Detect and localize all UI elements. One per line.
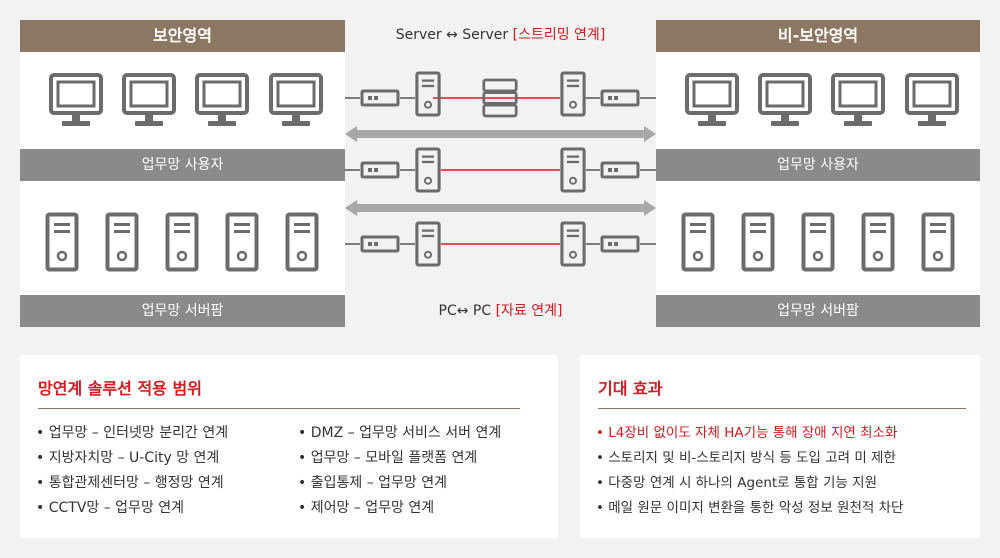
- monitor-icon: [757, 72, 813, 128]
- list-item: 제어망 – 업무망 연계: [298, 496, 501, 521]
- monitor-icon: [830, 72, 886, 128]
- list-item: 출입통제 – 업무망 연계: [298, 471, 501, 496]
- pc-link-row: [345, 223, 656, 265]
- pc-link-title-tag: [자료 연계]: [495, 303, 563, 319]
- scope-list-right: DMZ – 업무망 서비스 서버 연계 업무망 – 모바일 플랫폼 연계 출입통…: [298, 421, 502, 521]
- server-tower-icon: [417, 223, 439, 265]
- effect-card-title: 기대 효과: [598, 379, 663, 398]
- server-tower-icon: [801, 212, 835, 272]
- nonsecure-server-row: [656, 212, 980, 272]
- pc-link-title-main: PC↔ PC: [438, 303, 496, 319]
- scope-card-title: 망연계 솔루션 적용 범위: [38, 379, 202, 398]
- server-tower-icon: [285, 212, 319, 272]
- list-item: CCTV망 – 업무망 연계: [36, 496, 228, 521]
- server-tower-icon: [562, 149, 584, 191]
- secure-zone-panel: 보안영역 업무망 사용자 업무망 서버팜: [20, 20, 345, 327]
- server-tower-icon: [562, 73, 584, 115]
- server-tower-icon: [861, 212, 895, 272]
- secure-server-row: [20, 212, 345, 272]
- server-tower-icon: [417, 73, 439, 115]
- list-item: 다중망 연계 시 하나의 Agent로 통합 기능 지원: [596, 471, 903, 496]
- secure-monitor-row: [20, 72, 345, 128]
- nonsecure-zone-panel: 비-보안영역 업무망 사용자 업무망 서버팜: [656, 20, 980, 327]
- network-appliance-icon: [362, 163, 398, 177]
- network-appliance-icon: [602, 163, 638, 177]
- nonsecure-monitor-row: [656, 72, 980, 128]
- secure-server-bar: 업무망 서버팜: [20, 295, 345, 327]
- server-link-title-tag: [스트리밍 연계]: [512, 27, 606, 43]
- network-appliance-icon: [362, 91, 398, 105]
- secure-user-bar: 업무망 사용자: [20, 149, 345, 181]
- network-appliance-icon: [602, 91, 638, 105]
- server-tower-icon: [921, 212, 955, 272]
- server-tower-icon: [681, 212, 715, 272]
- list-item: DMZ – 업무망 서비스 서버 연계: [298, 421, 502, 446]
- server-tower-icon: [165, 212, 199, 272]
- server-tower-icon: [417, 149, 439, 191]
- nonsecure-user-bar: 업무망 사용자: [656, 149, 980, 181]
- server-tower-icon: [45, 212, 79, 272]
- network-appliance-icon: [362, 237, 398, 251]
- server-link-row-2: [345, 149, 656, 191]
- monitor-icon: [904, 72, 960, 128]
- server-link-title-main: Server ↔ Server: [395, 27, 513, 43]
- server-tower-icon: [225, 212, 259, 272]
- list-item: 업무망 – 모바일 플랫폼 연계: [298, 446, 501, 471]
- scope-card: 망연계 솔루션 적용 범위 업무망 – 인터넷망 분리간 연계 지방자치망 – …: [20, 355, 558, 538]
- server-tower-icon: [562, 223, 584, 265]
- scope-card-divider: [38, 408, 520, 409]
- pc-link-title: PC↔ PC [자료 연계]: [345, 300, 656, 320]
- monitor-icon: [268, 72, 324, 128]
- list-item: 지방자치망 – U-City 망 연계: [36, 446, 228, 471]
- monitor-icon: [121, 72, 177, 128]
- nonsecure-zone-header: 비-보안영역: [656, 20, 980, 52]
- secure-zone-header: 보안영역: [20, 20, 345, 52]
- bidirectional-arrow-icon: [345, 200, 656, 216]
- effect-list: L4장비 없이도 자체 HA기능 통해 장애 지연 최소화 스토리지 및 비-스…: [596, 421, 903, 521]
- list-item: L4장비 없이도 자체 HA기능 통해 장애 지연 최소화: [596, 421, 903, 446]
- effect-card-divider: [598, 408, 966, 409]
- link-diagram: [345, 60, 656, 280]
- server-tower-icon: [105, 212, 139, 272]
- list-item: 메일 원문 이미지 변환을 통한 악성 정보 원천적 차단: [596, 496, 903, 521]
- network-appliance-icon: [602, 237, 638, 251]
- monitor-icon: [684, 72, 740, 128]
- list-item: 통합관제센터망 – 행정망 연계: [36, 471, 228, 496]
- monitor-icon: [48, 72, 104, 128]
- effect-card: 기대 효과 L4장비 없이도 자체 HA기능 통해 장애 지연 최소화 스토리지…: [580, 355, 980, 538]
- scope-list-left: 업무망 – 인터넷망 분리간 연계 지방자치망 – U-City 망 연계 통합…: [36, 421, 228, 521]
- bidirectional-arrow-icon: [345, 126, 656, 142]
- server-link-row-1: [345, 73, 656, 116]
- list-item: 업무망 – 인터넷망 분리간 연계: [36, 421, 228, 446]
- server-tower-icon: [741, 212, 775, 272]
- monitor-icon: [194, 72, 250, 128]
- list-item: 스토리지 및 비-스토리지 방식 등 도입 고려 미 제한: [596, 446, 903, 471]
- server-link-title: Server ↔ Server [스트리밍 연계]: [345, 24, 656, 44]
- nonsecure-server-bar: 업무망 서버팜: [656, 295, 980, 327]
